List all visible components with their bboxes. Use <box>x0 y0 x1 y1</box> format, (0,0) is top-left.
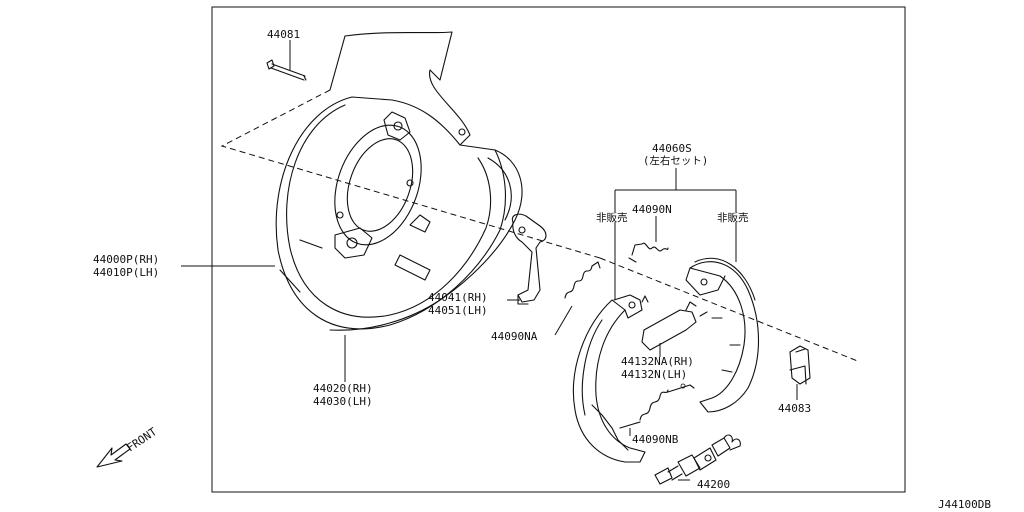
label-44132NA: 44132NA(RH) <box>621 355 694 368</box>
label-44000P: 44000P(RH) <box>93 253 159 266</box>
adjuster-44200[interactable] <box>654 434 741 485</box>
label-44090NA: 44090NA <box>491 330 538 343</box>
diagram-frame <box>211 6 906 493</box>
parking-lever[interactable] <box>511 213 547 305</box>
spring-44090NA[interactable] <box>564 261 601 299</box>
label-44030: 44030(LH) <box>313 395 373 408</box>
label-44020: 44020(RH) <box>313 382 373 395</box>
label-44010P: 44010P(LH) <box>93 266 159 279</box>
label-44060S: 44060S <box>652 142 692 155</box>
strut-44132[interactable] <box>641 301 708 351</box>
label-44200: 44200 <box>697 478 730 491</box>
label-44090N: 44090N <box>632 203 672 216</box>
label-44041: 44041(RH) <box>428 291 488 304</box>
bolt-44081[interactable] <box>266 59 307 81</box>
label-44132N: 44132N(LH) <box>621 368 687 381</box>
brake-shoe-left[interactable] <box>572 294 649 463</box>
brake-shoe-right[interactable] <box>685 257 759 413</box>
label-44090NB: 44090NB <box>632 433 679 446</box>
label-44083: 44083 <box>778 402 811 415</box>
spring-44090NB[interactable] <box>619 383 695 429</box>
shoe-set-bracket <box>614 168 737 300</box>
label-not-sold-right: 非販売 <box>717 211 749 224</box>
leader-44090NA <box>554 305 573 336</box>
label-44081: 44081 <box>267 28 300 41</box>
label-44060S-note: (左右セット) <box>643 154 708 167</box>
label-44051: 44051(LH) <box>428 304 488 317</box>
label-front: FRONT <box>124 425 159 455</box>
label-not-sold-left: 非販売 <box>596 211 628 224</box>
spring-44090N[interactable] <box>628 242 669 263</box>
center-axis-line <box>220 89 861 363</box>
back-plate[interactable] <box>275 31 506 330</box>
retainer-44083[interactable] <box>789 345 811 385</box>
diagram-code: J44100DB <box>938 498 991 511</box>
dust-shield[interactable] <box>329 149 523 331</box>
front-arrow-icon <box>96 443 131 468</box>
